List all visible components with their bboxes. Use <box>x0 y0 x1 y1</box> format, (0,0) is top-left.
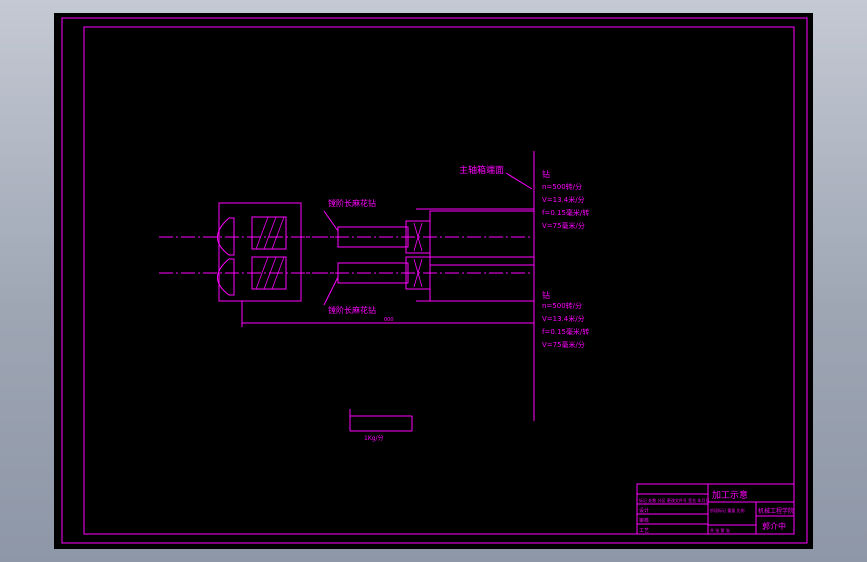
outer-frame <box>61 17 808 544</box>
fixture-bushing-upper <box>251 216 287 250</box>
spindle-lower <box>429 264 535 302</box>
title-row-header: 标记 处数 分区 更改文件号 签名 年月日 <box>639 497 709 503</box>
lower-param-feed: f=0.15毫米/转 <box>542 327 589 336</box>
cad-viewport[interactable]: 主轴箱端面 镗阶长麻花钻 镗阶长麻花钻 钻 钻 n=500转/分 V=13.4米… <box>54 13 813 549</box>
lower-param-rate: V=75毫米/分 <box>542 340 585 349</box>
title-signature: 郭介中 <box>762 521 786 531</box>
feed-rate-label: 1Kg/分 <box>364 434 384 442</box>
workpiece-dome-lower <box>217 258 235 296</box>
title-stage-mark: 阶段标记 重量 比例 <box>710 507 745 513</box>
process-drawing: 主轴箱端面 镗阶长麻花钻 镗阶长麻花钻 钻 钻 n=500转/分 V=13.4米… <box>61 17 808 544</box>
upper-tool-label: 镗阶长麻花钻 <box>328 198 376 208</box>
title-row-check: 审核 <box>639 517 649 524</box>
upper-param-velocity: V=13.4米/分 <box>542 195 585 204</box>
title-sheet-count: 共 张 第 张 <box>710 527 730 533</box>
spindle-upper <box>429 210 535 258</box>
lower-param-velocity: V=13.4米/分 <box>542 314 585 323</box>
fixture-body <box>218 202 302 302</box>
lower-param-speed: n=500转/分 <box>542 301 582 310</box>
knurl-marks <box>413 222 423 288</box>
upper-param-speed: n=500转/分 <box>542 182 582 191</box>
title-company: 机械工程学院 <box>758 507 794 515</box>
lower-drill-label: 钻 <box>542 290 550 300</box>
fixture-bushing-lower <box>251 256 287 290</box>
title-row-process: 工艺 <box>639 528 649 534</box>
upper-param-feed: f=0.15毫米/转 <box>542 208 589 217</box>
title-block <box>636 483 795 535</box>
spindle-leader <box>505 172 533 190</box>
inner-frame <box>83 26 795 535</box>
overall-dimension: 000 <box>384 317 394 323</box>
title-row-design: 设计 <box>639 507 649 514</box>
spindle-box-label: 主轴箱端面 <box>459 164 504 176</box>
upper-param-rate: V=75毫米/分 <box>542 221 585 230</box>
upper-drill-label: 钻 <box>542 169 550 179</box>
lower-tool-label: 镗阶长麻花钻 <box>328 305 376 315</box>
hatch-marks <box>255 216 285 290</box>
title-drawing-name: 加工示意 <box>712 489 748 501</box>
workpiece-dome-upper <box>217 217 235 256</box>
